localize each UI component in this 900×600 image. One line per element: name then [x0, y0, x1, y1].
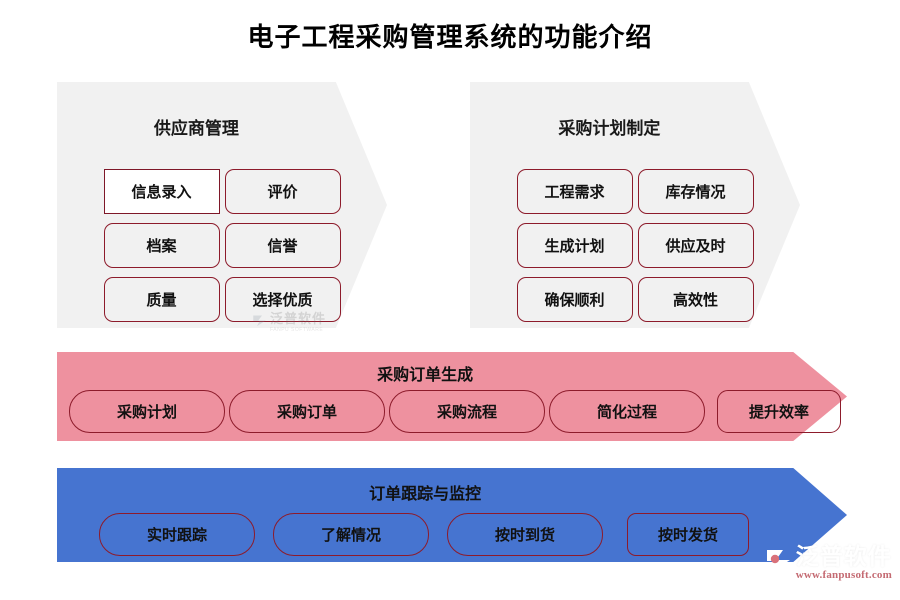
panel-cell: 库存情况 [635, 164, 756, 218]
panel-cell: 选择优质 [222, 272, 343, 326]
band-item-box[interactable]: 按时发货 [627, 513, 749, 556]
panel-cell: 工程需求 [514, 164, 635, 218]
panel-item-box[interactable]: 质量 [103, 276, 220, 322]
panel-item-box[interactable]: 生成计划 [516, 222, 633, 268]
band-item-box[interactable]: 提升效率 [717, 390, 841, 433]
band-order-tracking: 订单跟踪与监控 实时跟踪 了解情况 按时到货 按时发货 [57, 468, 847, 562]
band-item-box[interactable]: 简化过程 [549, 390, 705, 433]
band-item-box[interactable]: 采购订单 [229, 390, 385, 433]
panel-item-box[interactable]: 确保顺利 [516, 276, 633, 322]
panel-title: 供应商管理 [153, 119, 239, 138]
panel-supplier-management: 供应商管理 信息录入 评价 档案 信誉 质量 选择优质 [57, 82, 387, 328]
band-item-row: 采购计划 采购订单 采购流程 简化过程 提升效率 [69, 390, 845, 433]
panel-cell: 档案 [101, 218, 222, 272]
panel-item-box[interactable]: 信誉 [224, 222, 341, 268]
panel-item-box[interactable]: 档案 [103, 222, 220, 268]
panel-cell: 信誉 [222, 218, 343, 272]
panel-item-grid: 信息录入 评价 档案 信誉 质量 选择优质 [101, 164, 341, 326]
panel-item-box[interactable]: 信息录入 [103, 168, 220, 214]
panel-cell: 供应及时 [635, 218, 756, 272]
page-title: 电子工程采购管理系统的功能介绍 [247, 22, 653, 52]
band-order-generation: 采购订单生成 采购计划 采购订单 采购流程 简化过程 提升效率 [57, 352, 847, 441]
panel-cell: 高效性 [635, 272, 756, 326]
panel-title: 采购计划制定 [558, 119, 661, 138]
panel-item-box[interactable]: 高效性 [637, 276, 754, 322]
panel-item-box[interactable]: 评价 [224, 168, 341, 214]
band-item-box[interactable]: 了解情况 [273, 513, 429, 556]
band-item-box[interactable]: 按时到货 [447, 513, 603, 556]
band-title: 采购订单生成 [377, 367, 474, 384]
band-item-row: 实时跟踪 了解情况 按时到货 按时发货 [99, 513, 767, 556]
brand-watermark-url: www.fanpusoft.com [795, 569, 892, 581]
band-title: 订单跟踪与监控 [369, 486, 482, 503]
panel-cell: 生成计划 [514, 218, 635, 272]
panel-item-box[interactable]: 选择优质 [224, 276, 341, 322]
panel-cell: 评价 [222, 164, 343, 218]
panel-cell: 信息录入 [101, 164, 222, 218]
panel-item-box[interactable]: 库存情况 [637, 168, 754, 214]
panel-cell: 质量 [101, 272, 222, 326]
band-item-box[interactable]: 采购计划 [69, 390, 225, 433]
panel-item-box[interactable]: 工程需求 [516, 168, 633, 214]
panel-item-box[interactable]: 供应及时 [637, 222, 754, 268]
panel-item-grid: 工程需求 库存情况 生成计划 供应及时 确保顺利 高效性 [514, 164, 754, 326]
panel-procurement-planning: 采购计划制定 工程需求 库存情况 生成计划 供应及时 确保顺利 高效性 [470, 82, 800, 328]
panel-cell: 确保顺利 [514, 272, 635, 326]
band-item-box[interactable]: 实时跟踪 [99, 513, 255, 556]
band-item-box[interactable]: 采购流程 [389, 390, 545, 433]
band-arrow-shape [57, 352, 847, 441]
